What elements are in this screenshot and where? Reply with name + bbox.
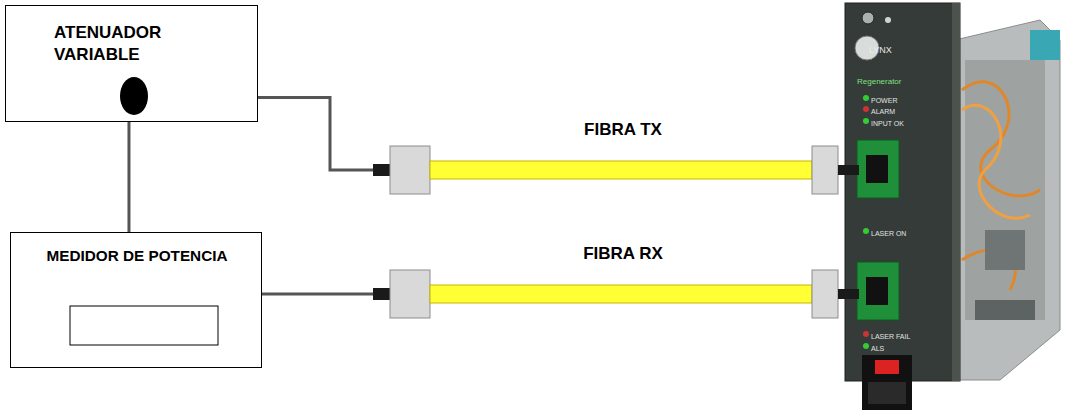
fiber-label: FIBRA RX [580, 244, 666, 264]
led-label: LASER FAIL [871, 332, 951, 341]
fiber-label: FIBRA TX [581, 120, 665, 140]
fiber-cable [258, 97, 859, 194]
node-title: MEDIDOR DE POTENCIA [11, 245, 263, 267]
brand-label: LYNX [869, 45, 949, 56]
led-label: ALS [871, 344, 951, 353]
model-label: Regenerator [857, 77, 953, 87]
led-label: POWER [871, 96, 951, 105]
led-label: LASER ON [871, 229, 951, 238]
node-title: ATENUADOR VARIABLE [54, 22, 174, 66]
led-label: ALARM [871, 107, 951, 116]
cable-line [128, 122, 129, 232]
attenuator-box: ATENUADOR VARIABLE [5, 5, 258, 122]
led-label: INPUT OK [871, 119, 951, 128]
power-meter-box: MEDIDOR DE POTENCIA [10, 232, 262, 368]
regenerator-card: LYNX RegeneratorPOWER ALARM INPUT OK LASER O… [845, 3, 960, 412]
fiber-cable [262, 270, 859, 318]
